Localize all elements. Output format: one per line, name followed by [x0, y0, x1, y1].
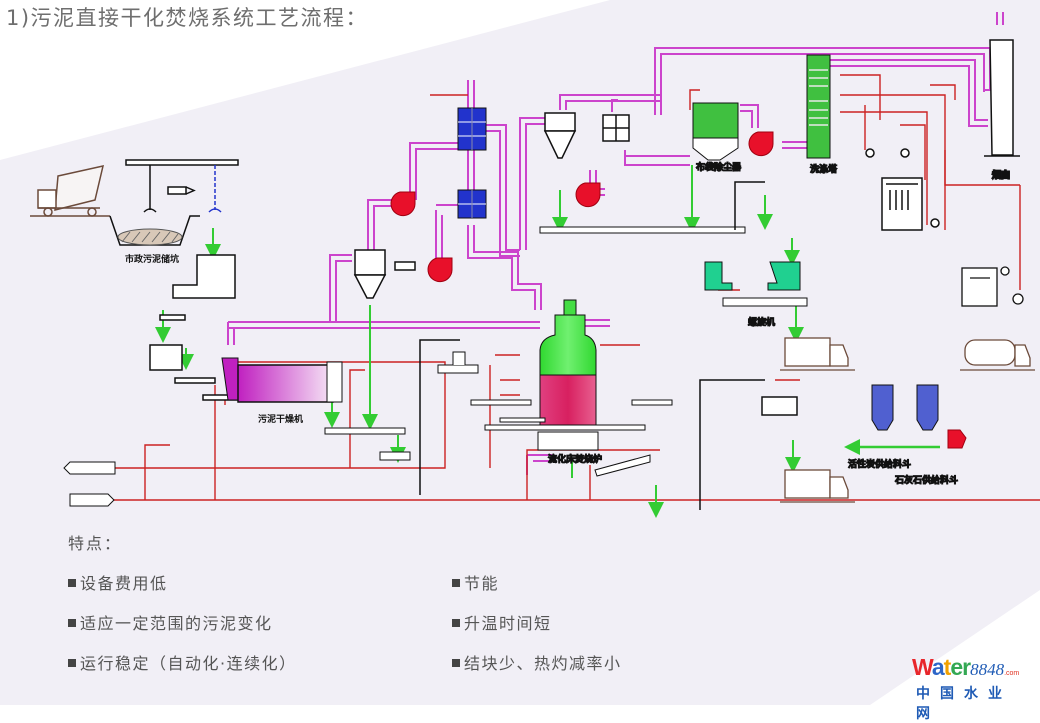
logo-letter: t	[943, 654, 952, 680]
logo-chinese-name: 中国水业网	[916, 686, 1012, 722]
feed-bin	[149, 254, 244, 401]
inlet-arrows	[63, 461, 116, 507]
conveyor-top	[539, 226, 746, 234]
logo-letter: W	[912, 654, 933, 680]
feature-item: 节能	[452, 570, 499, 594]
logo-domain: .com	[1004, 670, 1020, 677]
incinerator: 流化床焚烧炉	[537, 299, 603, 466]
logo-letter: a	[931, 654, 945, 680]
features-title: 特点：	[68, 534, 123, 553]
bullet-square-icon	[452, 618, 460, 627]
feature-text: 节能	[464, 574, 500, 593]
feature-item: 适应一定范围的污泥变化	[68, 610, 273, 634]
chimney: 烟囱	[984, 39, 1020, 182]
sludge-dryer: 污泥干燥机	[221, 357, 411, 461]
ash-conveyor-label: 螺旋机	[748, 316, 775, 328]
features-section: 特点： 设备费用低 节能 适应一定范围的污泥变化 升温时间短 运行稳定（自动化·…	[68, 530, 768, 680]
feature-text: 升温时间短	[464, 614, 552, 633]
sludge-pit-label: 市政污泥储坑	[125, 253, 179, 265]
chimney-label: 烟囱	[992, 169, 1010, 181]
logo-letter: e	[950, 654, 963, 680]
bag-filter: 布袋除尘器	[692, 102, 743, 174]
cyclone-1	[353, 249, 416, 299]
process-flow-diagram: 市政污泥储坑 污泥干燥机	[30, 12, 1040, 518]
dump-truck	[30, 165, 110, 217]
feature-item: 结块少、热灼减率小	[452, 650, 622, 674]
bag-filter-label: 布袋除尘器	[695, 161, 742, 173]
feature-text: 适应一定范围的污泥变化	[80, 614, 273, 633]
background-band	[0, 0, 1040, 705]
logo-brand-text: Water	[912, 656, 971, 679]
bullet-square-icon	[68, 578, 76, 587]
bullet-square-icon	[68, 658, 76, 667]
logo-letter: r	[962, 654, 971, 680]
feature-text: 运行稳定（自动化·连续化）	[80, 654, 297, 673]
activated-carbon-hopper-label: 活性炭供给料斗	[848, 458, 911, 470]
scrubber-label: 洗涤塔	[810, 163, 838, 175]
bullet-square-icon	[452, 578, 460, 587]
feature-item: 运行稳定（自动化·连续化）	[68, 650, 297, 674]
bullet-square-icon	[452, 658, 460, 667]
sludge-pit: 市政污泥储坑	[109, 215, 200, 265]
cyclone-2	[543, 112, 630, 159]
pneumatic-lines	[419, 181, 798, 510]
water8848-logo[interactable]: Water8848.com 中国水业网	[912, 656, 1032, 723]
flue-gas-pipes	[227, 12, 1004, 475]
logo-number: 8848	[970, 660, 1005, 679]
reagent-hoppers: 活性炭供给料斗 石灰石供给料斗	[848, 384, 959, 487]
trucks	[780, 337, 1035, 503]
heat-exchangers	[457, 107, 487, 219]
feature-item: 升温时间短	[452, 610, 552, 634]
scrubber: 洗涤塔	[806, 54, 839, 176]
ash-silos: 螺旋机	[704, 261, 808, 329]
incinerator-label: 流化床焚烧炉	[548, 453, 602, 465]
water-tank	[961, 266, 1024, 307]
scrubber-tank	[865, 148, 940, 231]
furnace-conveyors	[437, 351, 673, 477]
dryer-label: 污泥干燥机	[258, 413, 303, 425]
crane	[125, 159, 239, 213]
page-title: 1)污泥直接干化焚烧系统工艺流程：	[6, 6, 369, 30]
feature-item: 设备费用低	[68, 570, 168, 594]
bullet-square-icon	[68, 618, 76, 627]
limestone-hopper-label: 石灰石供给料斗	[894, 474, 958, 486]
feature-text: 设备费用低	[80, 574, 168, 593]
fans	[390, 131, 967, 449]
feature-text: 结块少、热灼减率小	[464, 654, 622, 673]
